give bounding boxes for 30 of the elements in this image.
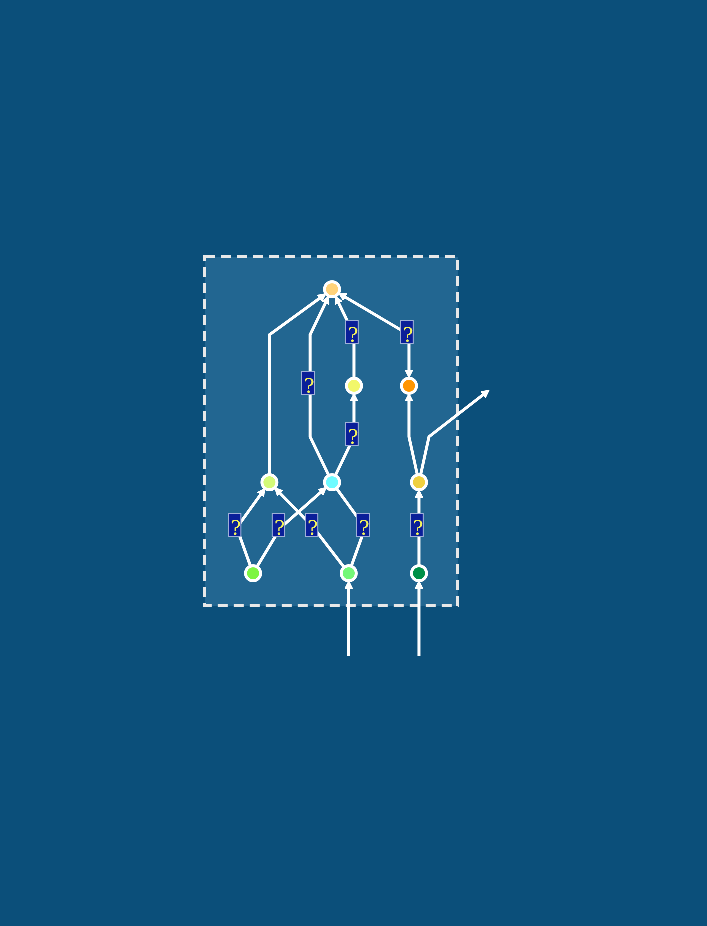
arrow bbox=[344, 580, 354, 656]
arrow bbox=[308, 295, 330, 476]
arrow bbox=[414, 489, 424, 566]
arrow bbox=[419, 389, 490, 475]
dashed-frame bbox=[204, 255, 460, 607]
circle-node bbox=[340, 564, 358, 582]
arrow bbox=[268, 293, 327, 474]
edge-label: ? bbox=[228, 513, 242, 540]
arrow bbox=[414, 580, 424, 656]
edge-label: ? bbox=[345, 320, 359, 346]
circle-node bbox=[410, 473, 428, 491]
edge-label: ? bbox=[410, 513, 424, 540]
arrow bbox=[338, 292, 414, 378]
edge-label: ? bbox=[272, 513, 286, 540]
arrow bbox=[404, 392, 420, 475]
edge-label: ? bbox=[305, 513, 319, 540]
edge-label: ? bbox=[356, 513, 370, 540]
circle-node bbox=[400, 376, 418, 394]
circle-node bbox=[260, 473, 279, 491]
arrow bbox=[335, 295, 356, 378]
circle-node bbox=[323, 280, 342, 298]
edge-label: ? bbox=[400, 320, 414, 346]
edge-label: ? bbox=[302, 371, 316, 398]
edge-label: ? bbox=[345, 422, 359, 448]
circle-node bbox=[410, 564, 428, 582]
circle-node bbox=[244, 564, 262, 582]
arrow bbox=[256, 486, 328, 568]
circle-node bbox=[323, 473, 342, 491]
arrow bbox=[274, 486, 346, 568]
circle-node bbox=[345, 376, 364, 394]
